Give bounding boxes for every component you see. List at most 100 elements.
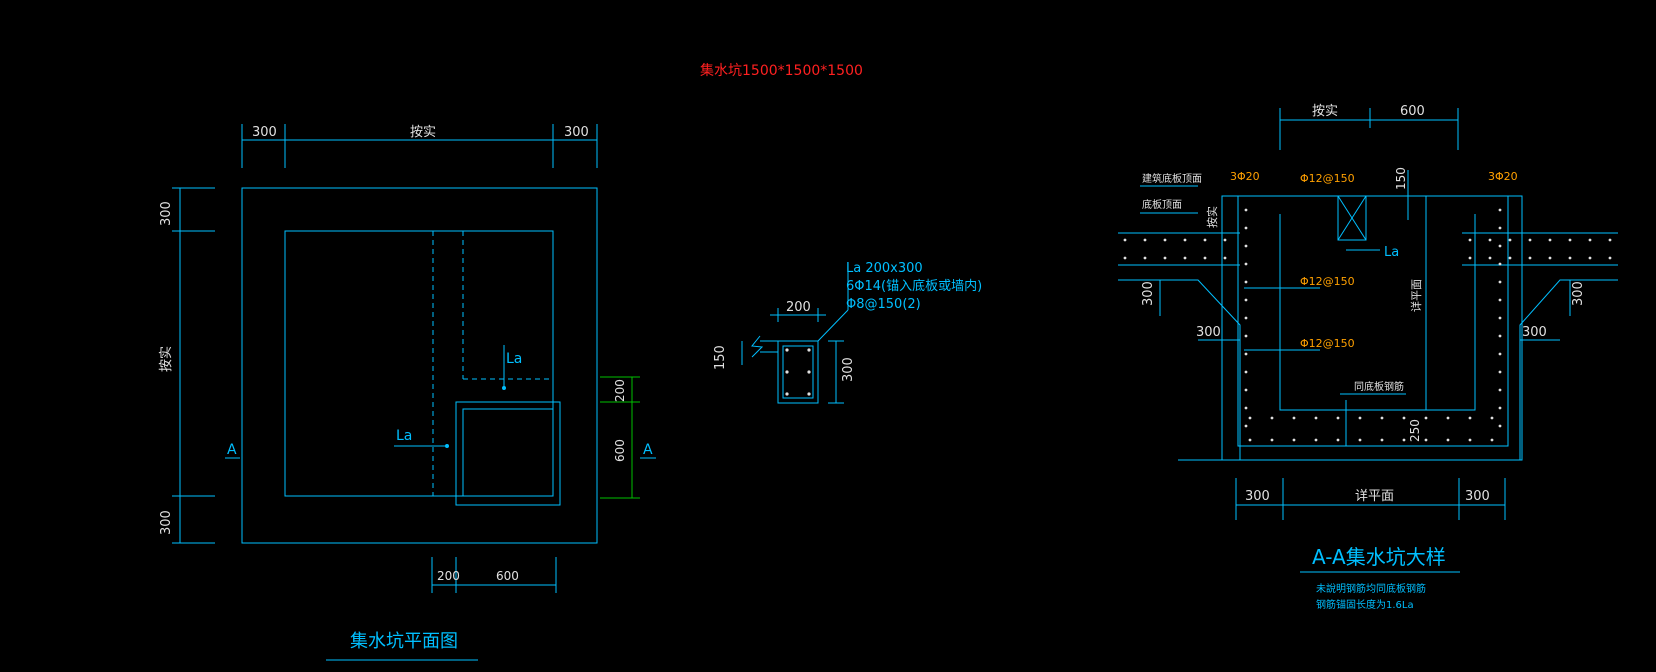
plan-dim-left-bottom: 300: [159, 510, 174, 535]
section-rebar-dot: [1468, 238, 1472, 242]
section-note-line1: 未說明钢筋均同底板钢筋: [1316, 582, 1426, 595]
section-caption: A-A集水坑大样: [1312, 545, 1446, 569]
section-rebar-dot: [1508, 256, 1512, 260]
section-rebar-dot: [1314, 416, 1318, 420]
section-rebar-dot: [1568, 238, 1572, 242]
section-rebar-dot: [1468, 438, 1472, 442]
section-rebar-dot: [1498, 334, 1502, 338]
section-rebar-dot: [1498, 424, 1502, 428]
section-rebar-dot: [1244, 226, 1248, 230]
plan-label-la-1: La: [506, 351, 522, 367]
plan-label-la-2: La: [396, 428, 412, 444]
section-rebar-dot: [1183, 238, 1187, 242]
section-label-floor-top: 建筑底板顶面: [1142, 172, 1202, 185]
beam-rebar-dot: [807, 370, 811, 374]
section-label-phi12-low: Φ12@150: [1300, 337, 1355, 350]
beam-rebar-dot: [807, 392, 811, 396]
sheet-title: 集水坑1500*1500*1500: [700, 62, 863, 79]
section-view: [1118, 108, 1618, 573]
plan-section-label-right: A: [643, 442, 653, 458]
section-rebar-dot: [1488, 238, 1492, 242]
plan-dim-bottom-600: 600: [496, 569, 519, 583]
section-rebar-dot: [1608, 256, 1612, 260]
section-rebar-dot: [1498, 388, 1502, 392]
section-label-floor: 底板顶面: [1142, 198, 1182, 211]
beam-rebar-dot: [785, 370, 789, 374]
section-rebar-dot: [1292, 416, 1296, 420]
section-label-mid-vertical: 详平面: [1409, 279, 1423, 312]
section-rebar-dot: [1244, 424, 1248, 428]
section-rebar-dot: [1490, 416, 1494, 420]
section-rebar-dot: [1244, 352, 1248, 356]
section-rebar-dot: [1528, 256, 1532, 260]
section-rebar-dot: [1203, 238, 1207, 242]
plan-dim-bottom-200: 200: [437, 569, 460, 583]
section-rebar-dot: [1424, 416, 1428, 420]
section-pit-inner: [1279, 214, 1476, 411]
plan-dim-right: [600, 376, 640, 499]
plan-section-label-left: A: [227, 442, 237, 458]
plan-dim-left-mid: 按实: [159, 346, 174, 372]
section-rebar-dot: [1608, 238, 1612, 242]
section-dim-right-300-b: 300: [1522, 325, 1547, 340]
section-dim-top-right: 600: [1400, 104, 1425, 119]
section-label-rebar-left: 3Φ20: [1230, 170, 1260, 183]
section-outer-left-a: [1118, 279, 1241, 461]
plan-dim-right-200: 200: [613, 379, 627, 402]
section-rebar-dot: [1223, 256, 1227, 260]
beam-detail: [741, 270, 849, 404]
plan-la-dot-2: [445, 444, 449, 448]
beam-dim-right: 300: [841, 357, 856, 382]
beam-stirrup: [782, 345, 814, 399]
section-rebar-dot: [1244, 280, 1248, 284]
plan-sump-outer: [455, 401, 561, 506]
section-rebar-dot: [1358, 438, 1362, 442]
section-note-line2: 钢筋锚固长度为1.6La: [1316, 598, 1414, 611]
beam-note-line1: La 200x300: [846, 261, 923, 276]
beam-note-leader: [817, 309, 849, 342]
section-rebar-dot: [1498, 406, 1502, 410]
beam-rebar-dot: [785, 348, 789, 352]
plan-dim-top-right: 300: [564, 125, 589, 140]
section-rebar-dot: [1490, 438, 1494, 442]
section-dim-top-left: 按实: [1312, 104, 1338, 119]
section-label-la: La: [1384, 245, 1399, 260]
section-rebar-dot: [1336, 416, 1340, 420]
section-label-rebar-right: 3Φ20: [1488, 170, 1518, 183]
section-rebar-dot: [1314, 438, 1318, 442]
beam-dim-top: 200: [786, 300, 811, 315]
section-rebar-dot: [1244, 370, 1248, 374]
section-dim-right-300-a: 300: [1571, 281, 1586, 306]
plan-caption: 集水坑平面图: [350, 631, 458, 652]
section-rebar-dot: [1270, 438, 1274, 442]
section-rebar-dot: [1498, 316, 1502, 320]
section-rebar-dot: [1244, 388, 1248, 392]
section-rebar-dot: [1548, 238, 1552, 242]
section-rebar-dot: [1163, 238, 1167, 242]
section-rebar-dot: [1143, 238, 1147, 242]
section-rebar-dot: [1528, 238, 1532, 242]
plan-dim-top-mid: 按实: [410, 125, 436, 140]
plan-dim-left-top: 300: [159, 201, 174, 226]
section-rebar-dot: [1588, 256, 1592, 260]
beam-outline: [777, 340, 819, 404]
section-rebar-dot: [1498, 370, 1502, 374]
section-rebar-dot: [1498, 352, 1502, 356]
plan-dim-top-left: 300: [252, 125, 277, 140]
section-dim-bottom-mid: 详平面: [1355, 489, 1394, 504]
section-rebar-dot: [1498, 208, 1502, 212]
section-pit-outer: [1221, 195, 1523, 461]
section-rebar-dot: [1270, 416, 1274, 420]
section-rebar-dot: [1446, 438, 1450, 442]
section-rebar-dot: [1248, 416, 1252, 420]
section-dim-left-300-b: 300: [1196, 325, 1221, 340]
section-rebar-dot: [1183, 256, 1187, 260]
section-rebar-dot: [1588, 238, 1592, 242]
section-dim-bottom-left: 300: [1245, 489, 1270, 504]
section-rebar-dot: [1244, 298, 1248, 302]
section-rebar-dot: [1498, 280, 1502, 284]
section-rebar-dot: [1548, 256, 1552, 260]
section-rebar-dot: [1498, 298, 1502, 302]
beam-rebar-dot: [785, 392, 789, 396]
